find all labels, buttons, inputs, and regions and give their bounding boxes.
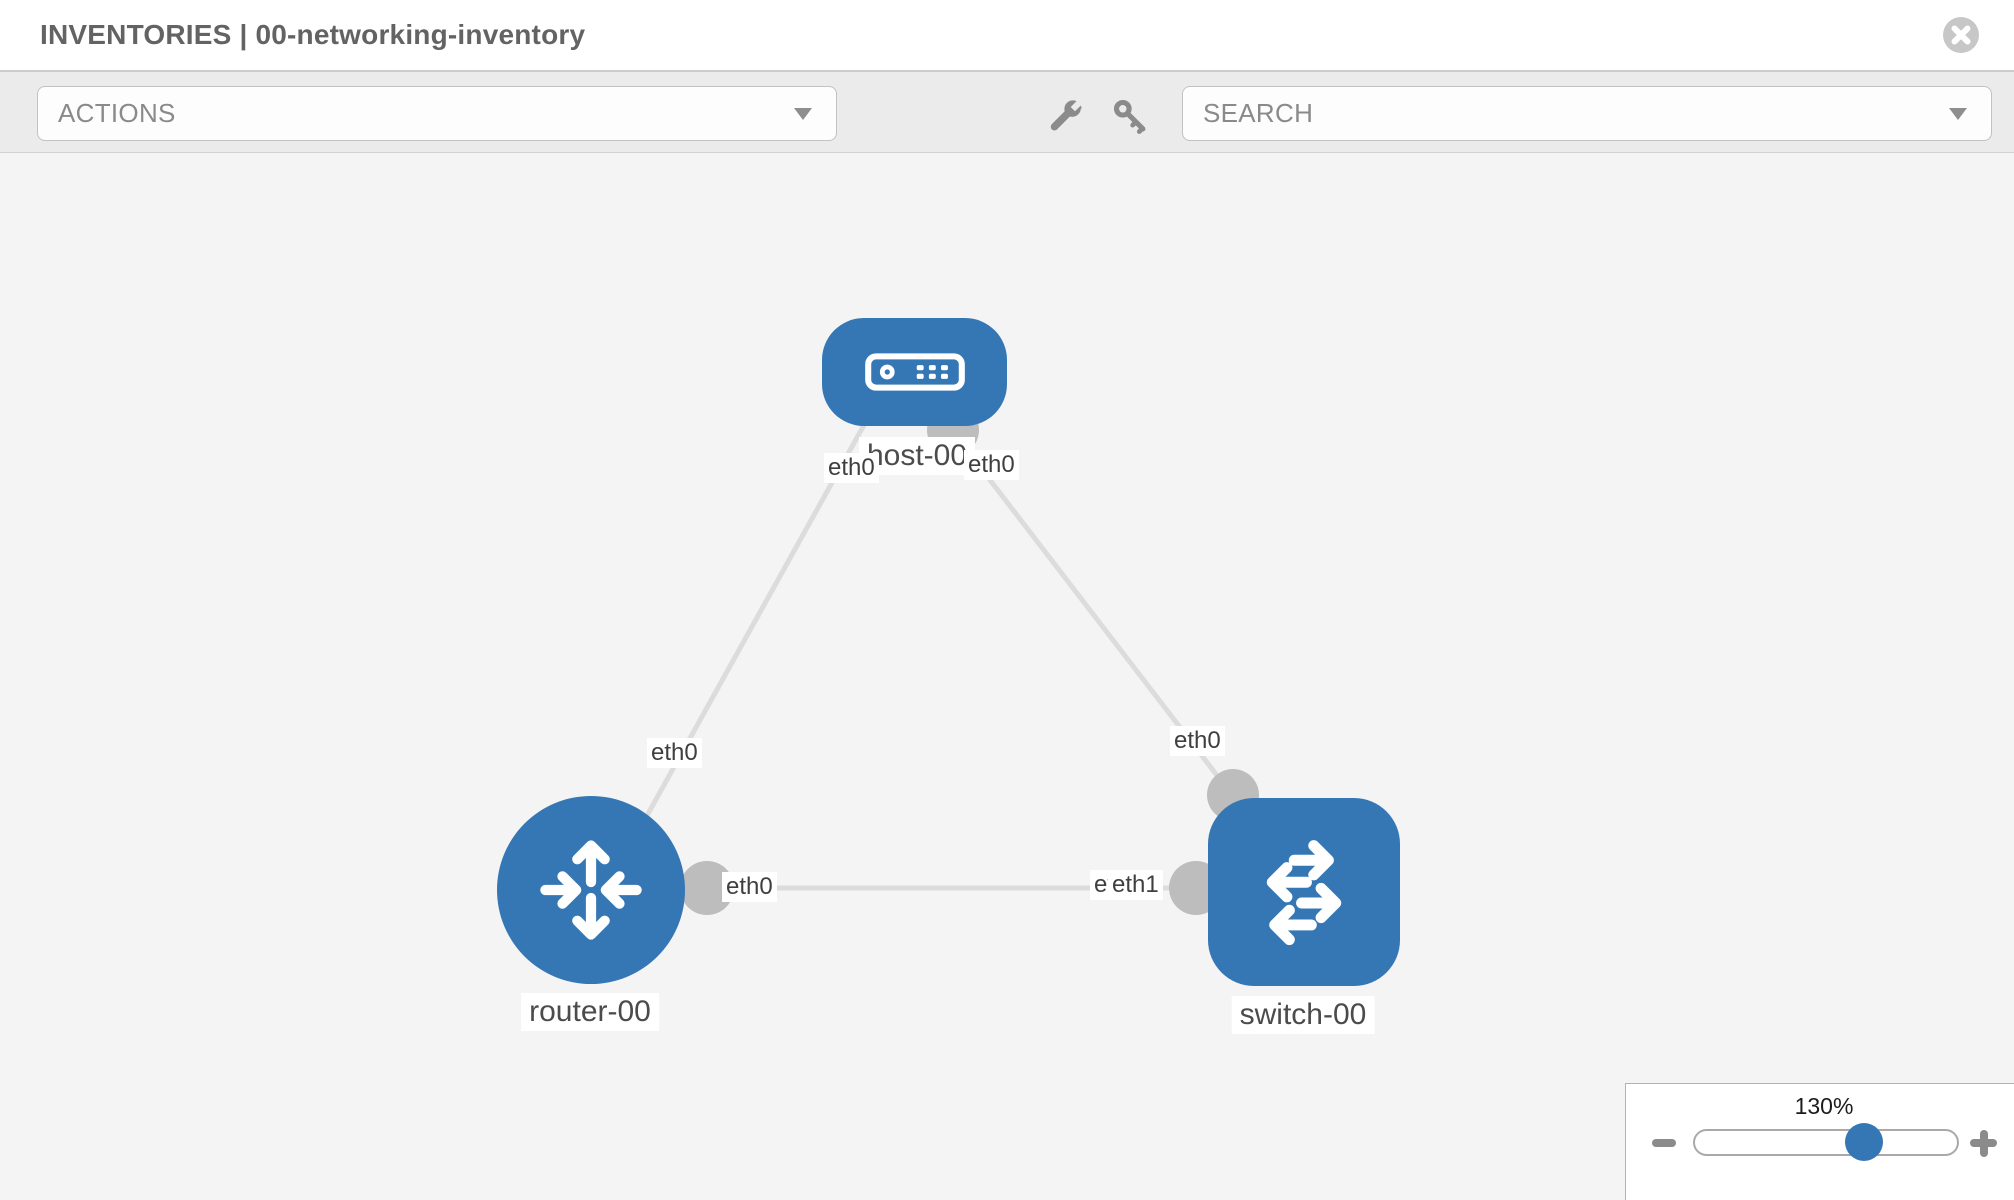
if-label-router-to-host: eth0 (647, 738, 702, 768)
chevron-down-icon (794, 108, 812, 120)
chevron-down-icon (1949, 108, 1967, 120)
close-button[interactable] (1943, 17, 1979, 53)
search-dropdown[interactable]: SEARCH (1182, 86, 1992, 141)
port-router-right[interactable] (680, 861, 734, 915)
zoom-in-button[interactable] (1966, 1126, 2002, 1162)
link-layer (590, 404, 1300, 915)
credentials-button[interactable] (1112, 98, 1148, 139)
configure-button[interactable] (1046, 98, 1084, 141)
search-dropdown-label: SEARCH (1203, 98, 1314, 128)
zoom-percentage: 130% (1794, 1093, 1854, 1119)
zoom-control-panel: 130% (1625, 1083, 2014, 1200)
if-label-host-to-router: eth0 (824, 453, 879, 483)
node-switch-00[interactable] (1208, 798, 1400, 986)
plus-icon (1980, 1130, 1988, 1157)
key-icon (1113, 99, 1146, 134)
node-label-switch: switch-00 (1231, 996, 1375, 1034)
wrench-icon (1050, 100, 1082, 131)
if-label-host-to-switch: eth0 (964, 450, 1019, 480)
actions-dropdown-label: ACTIONS (58, 98, 176, 128)
actions-dropdown[interactable]: ACTIONS (37, 86, 837, 141)
if-label-router-to-switch: eth0 (722, 872, 777, 902)
node-label-router: router-00 (521, 993, 659, 1031)
topology-canvas[interactable]: host-00 router-00 switch-00 eth0 eth0 et… (0, 153, 2014, 1200)
link-host-switch[interactable] (948, 426, 1254, 823)
node-host-00[interactable] (822, 318, 1007, 426)
close-icon (1943, 17, 1979, 53)
router-icon (540, 840, 642, 940)
if-label-switch-to-host: eth0 (1170, 726, 1225, 756)
host-icon (864, 353, 965, 391)
node-router-00[interactable] (497, 796, 685, 984)
zoom-out-button[interactable] (1652, 1139, 1676, 1147)
switch-icon (1266, 840, 1342, 946)
zoom-slider-track[interactable] (1693, 1129, 1959, 1156)
toolbar: ACTIONS SEARCH (0, 72, 2014, 153)
header-bar: INVENTORIES | 00-networking-inventory (0, 0, 2014, 72)
page-title: INVENTORIES | 00-networking-inventory (40, 19, 586, 50)
if-label-switch-to-router: eth1 (1108, 870, 1163, 900)
zoom-slider-thumb[interactable] (1845, 1123, 1883, 1161)
